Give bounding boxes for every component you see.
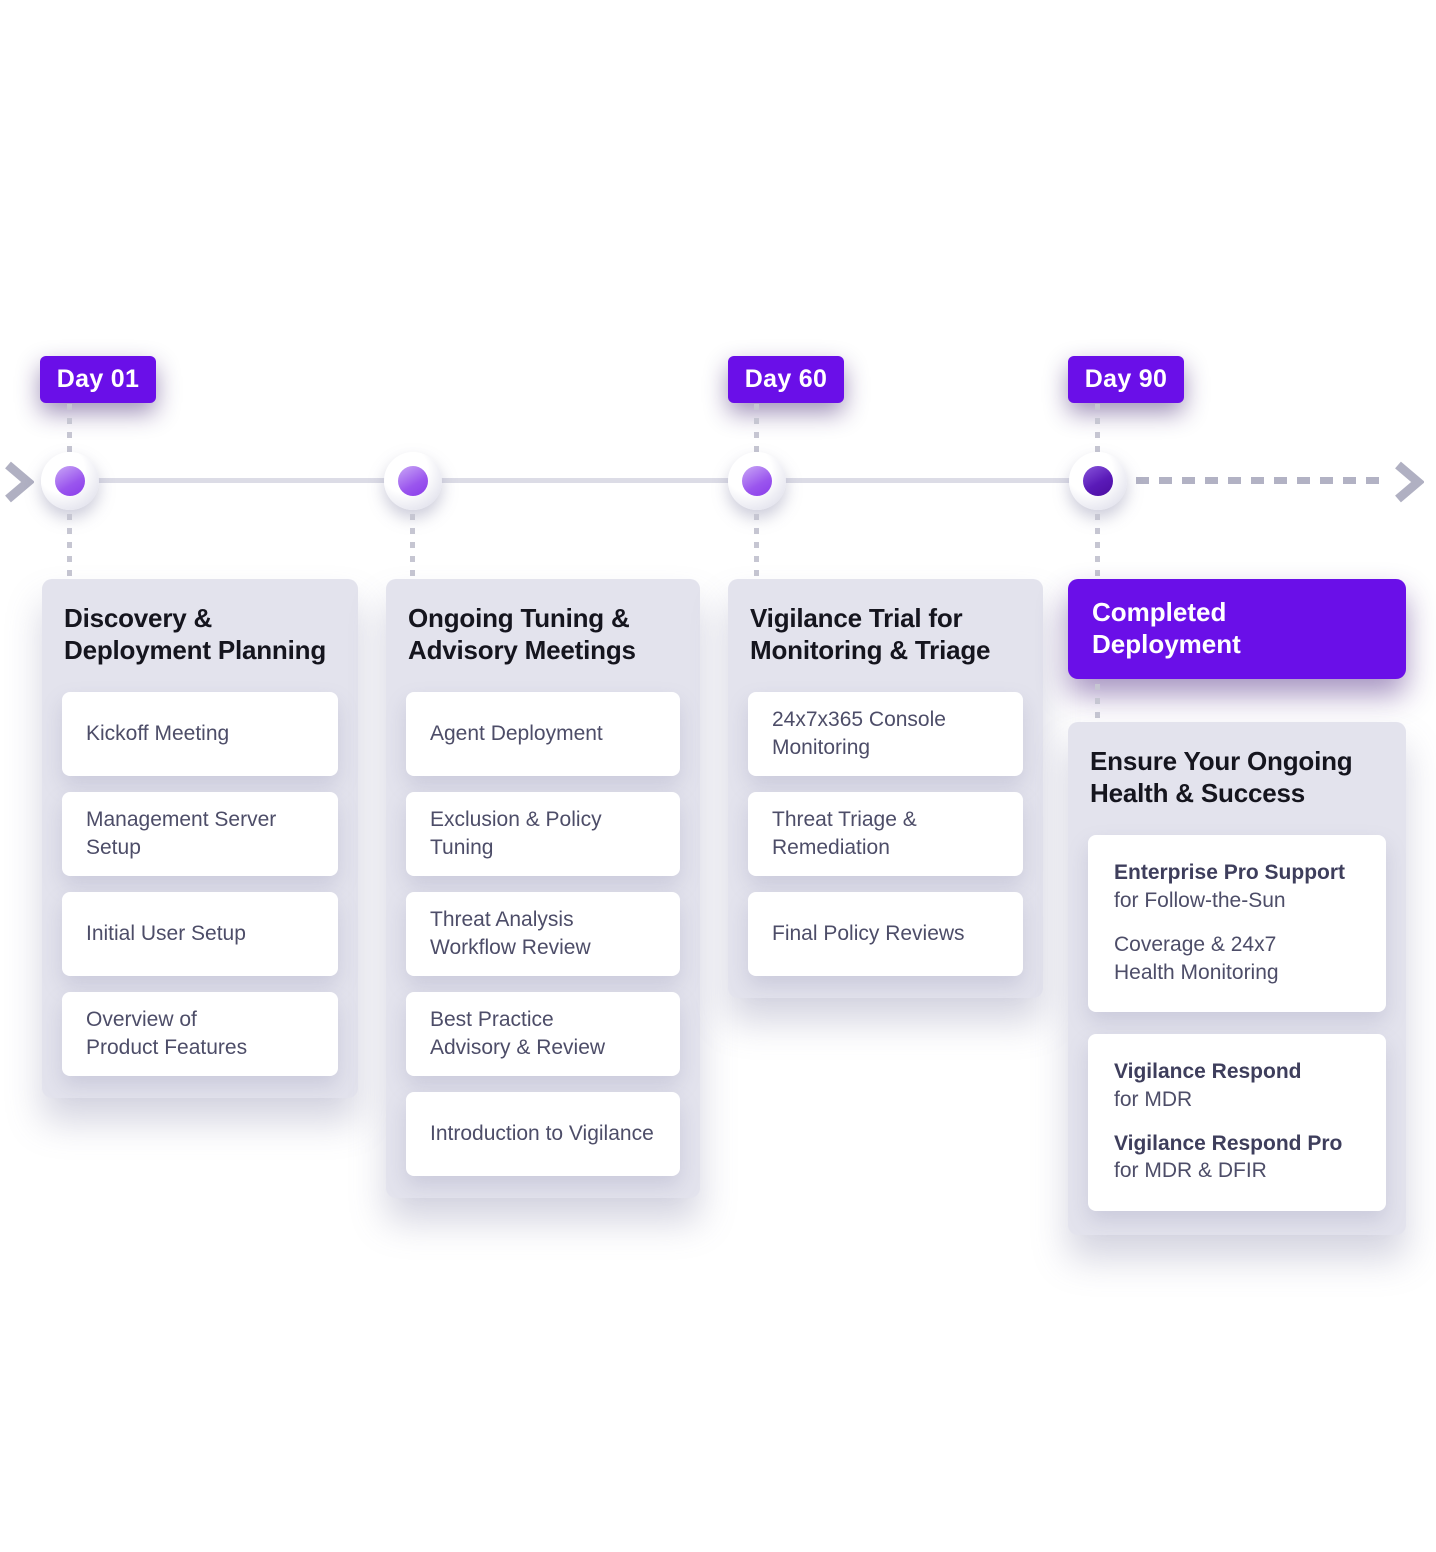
connector-dot-card-1 <box>67 514 72 576</box>
day-90-badge-label: Day 90 <box>1084 365 1168 393</box>
list-item: Kickoff Meeting <box>62 692 338 777</box>
milestone-dot-1-core <box>55 466 85 496</box>
vigilance-entry-title: Vigilance Respond <box>1114 1060 1302 1084</box>
card-3-title: Vigilance Trial for Monitoring & Triage <box>750 603 991 665</box>
list-item: Threat Triage & Remediation <box>748 792 1023 877</box>
timeline-line-solid <box>70 478 1100 483</box>
list-item: Exclusion & Policy Tuning <box>406 792 680 877</box>
connector-badge-dot-1 <box>67 404 72 454</box>
list-item: Best Practice Advisory & Review <box>406 992 680 1077</box>
card-vigilance-trial: Vigilance Trial for Monitoring & Triage … <box>728 579 1043 999</box>
card-2-title: Ongoing Tuning & Advisory Meetings <box>408 603 636 665</box>
milestone-dot-3 <box>728 452 786 510</box>
day-90-badge: Day 90 <box>1068 356 1184 403</box>
list-item: Overview of Product Features <box>62 992 338 1077</box>
card-ongoing-health-success: Ensure Your Ongoing Health & Success Ent… <box>1068 722 1406 1236</box>
vigilance-options-card: Vigilance Respond for MDR Vigilance Resp… <box>1088 1034 1386 1212</box>
timeline-line-dashed <box>1136 477 1388 484</box>
card-completed-deployment: Completed Deployment <box>1068 579 1406 679</box>
milestone-dot-4 <box>1069 452 1127 510</box>
connector-badge-dot-4 <box>1095 404 1100 454</box>
vigilance-entry: Vigilance Respond for MDR <box>1114 1058 1376 1113</box>
milestone-dot-2-core <box>398 466 428 496</box>
timeline-start-arrow-icon <box>5 461 34 503</box>
list-item: Final Policy Reviews <box>748 892 1023 977</box>
vigilance-entry-text: for MDR & DFIR <box>1114 1159 1267 1183</box>
support-entry-text: for Follow-the-Sun <box>1114 889 1286 913</box>
day-01-badge: Day 01 <box>40 356 156 403</box>
timeline-end-arrow-icon <box>1395 461 1424 503</box>
support-entry-title: Enterprise Pro Support <box>1114 861 1346 885</box>
connector-dot-card-2 <box>410 514 415 576</box>
completed-deployment-title: Completed Deployment <box>1092 597 1241 659</box>
support-options-card: Enterprise Pro Support for Follow-the-Su… <box>1088 835 1386 1013</box>
card-ongoing-tuning-advisory: Ongoing Tuning & Advisory Meetings Agent… <box>386 579 700 1199</box>
day-60-badge-label: Day 60 <box>744 365 828 393</box>
list-item: Agent Deployment <box>406 692 680 777</box>
support-entry: Enterprise Pro Support for Follow-the-Su… <box>1114 859 1376 914</box>
milestone-dot-1 <box>41 452 99 510</box>
list-item: Management Server Setup <box>62 792 338 877</box>
card-4-title: Ensure Your Ongoing Health & Success <box>1090 746 1353 808</box>
milestone-dot-3-core <box>742 466 772 496</box>
connector-badge-dot-3 <box>754 404 759 454</box>
list-item: 24x7x365 Console Monitoring <box>748 692 1023 777</box>
card-discovery-deployment-planning: Discovery & Deployment Planning Kickoff … <box>42 579 358 1099</box>
list-item: Introduction to Vigilance <box>406 1092 680 1177</box>
day-60-badge: Day 60 <box>728 356 844 403</box>
connector-dot-card-4 <box>1095 514 1100 576</box>
milestone-dot-2 <box>384 452 442 510</box>
milestone-dot-4-core <box>1083 466 1113 496</box>
connector-completed-to-health <box>1095 684 1100 720</box>
card-1-title: Discovery & Deployment Planning <box>64 603 327 665</box>
vigilance-entry-text: for MDR <box>1114 1088 1193 1112</box>
list-item: Initial User Setup <box>62 892 338 977</box>
list-item: Threat Analysis Workflow Review <box>406 892 680 977</box>
day-01-badge-label: Day 01 <box>56 365 140 393</box>
vigilance-entry: Vigilance Respond Pro for MDR & DFIR <box>1114 1130 1376 1185</box>
connector-dot-card-3 <box>754 514 759 576</box>
support-entry-text: Coverage & 24x7 Health Monitoring <box>1114 932 1279 984</box>
vigilance-entry-title: Vigilance Respond Pro <box>1114 1131 1343 1155</box>
support-entry: Coverage & 24x7 Health Monitoring <box>1114 931 1376 986</box>
